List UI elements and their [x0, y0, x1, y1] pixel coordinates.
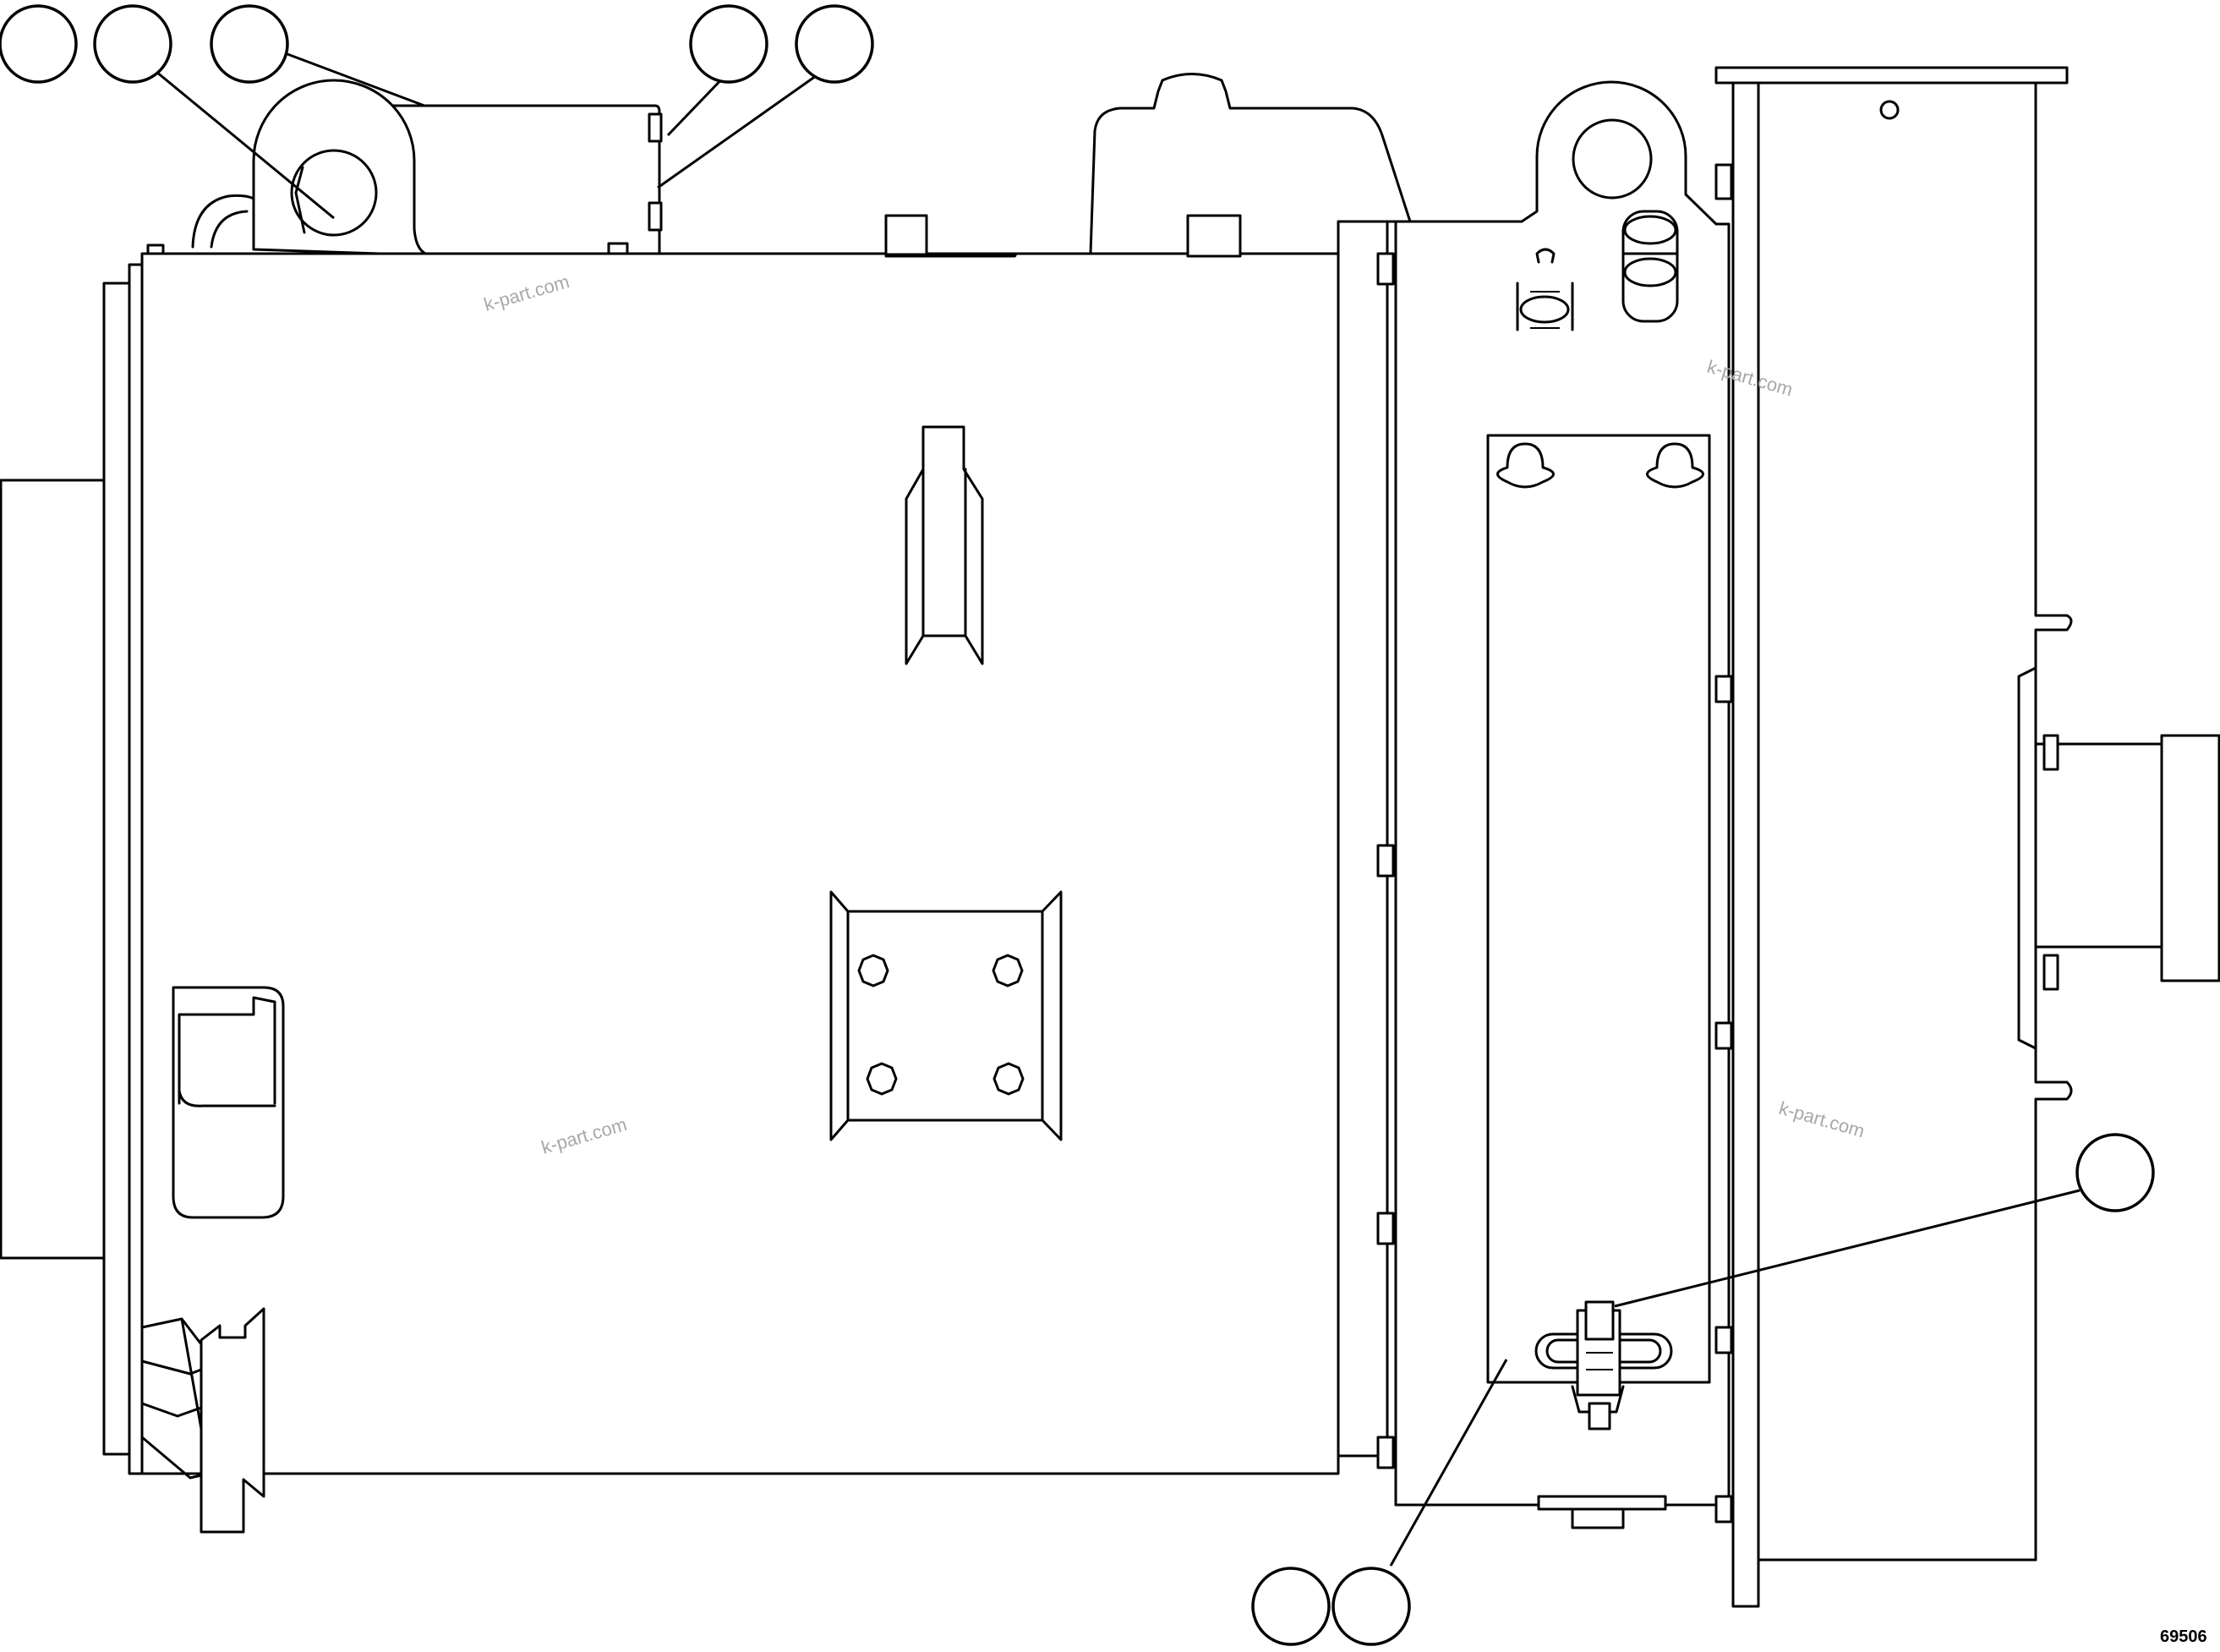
callout-6 [2075, 1133, 2155, 1212]
right-end-housing [1714, 66, 2220, 1608]
top-lifting-bracket [146, 79, 663, 257]
figure-number: 69506 [2160, 1627, 2207, 1646]
main-housing [140, 214, 1340, 1534]
callout-2 [93, 4, 172, 84]
left-end-flange [0, 263, 144, 1475]
callout-4 [689, 4, 768, 84]
callout-8 [1331, 1567, 1411, 1646]
middle-panel [1337, 80, 1733, 1529]
callout-7 [1251, 1567, 1331, 1646]
top-dome-cap [1089, 73, 1412, 258]
callout-5 [795, 4, 874, 84]
callouts [0, 4, 2155, 1646]
callout-1 [0, 4, 78, 84]
callout-3 [210, 4, 289, 84]
